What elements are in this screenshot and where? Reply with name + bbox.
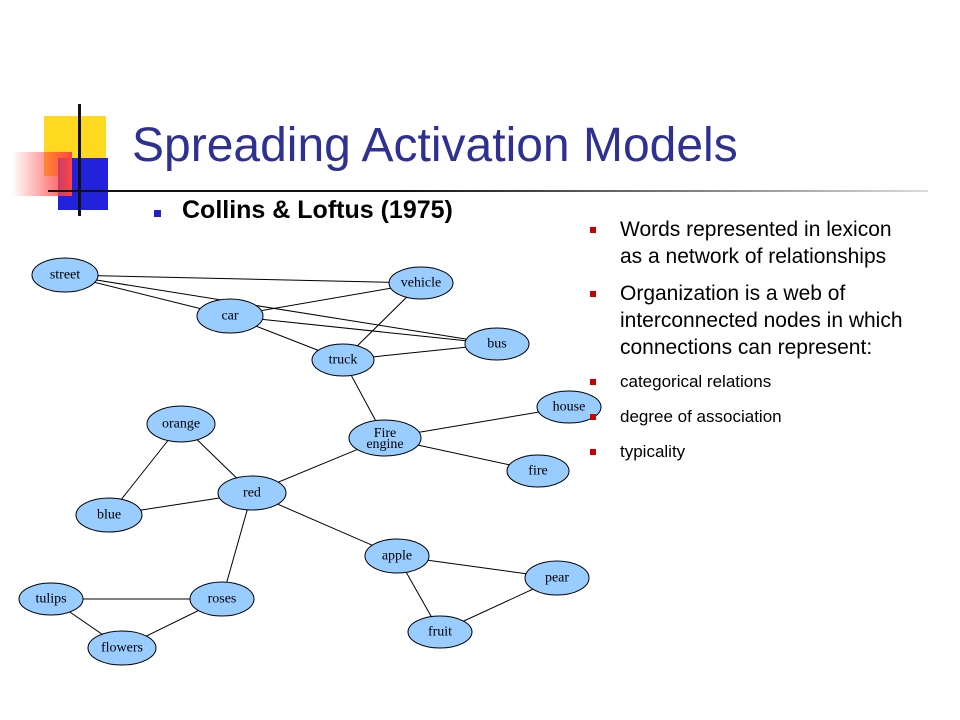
bullet-list: Words represented in lexicon as a networ… bbox=[584, 216, 914, 476]
sub-bullet-item: degree of association bbox=[584, 406, 914, 428]
decorative-horizontal-line bbox=[48, 190, 928, 192]
bullet-item: Organization is a web of interconnected … bbox=[584, 280, 914, 361]
node-ellipse bbox=[189, 581, 255, 617]
edge-street-vehicle bbox=[64, 274, 422, 284]
node-ellipse bbox=[348, 419, 422, 457]
edge-car-bus bbox=[229, 315, 498, 345]
node-label: fire bbox=[528, 464, 547, 479]
node-red: red bbox=[217, 475, 287, 511]
node-ellipse bbox=[524, 560, 590, 596]
node-apple: apple bbox=[364, 538, 430, 574]
node-car: car bbox=[196, 298, 264, 334]
node-orange: orange bbox=[146, 405, 216, 443]
node-label: truck bbox=[329, 353, 358, 368]
node-label: bus bbox=[487, 337, 506, 352]
bullet-marker bbox=[590, 227, 596, 233]
sub-bullet-item: typicality bbox=[584, 441, 914, 463]
node-label: pear bbox=[545, 571, 569, 586]
node-ellipse bbox=[407, 615, 473, 649]
node-label: street bbox=[50, 268, 80, 283]
node-ellipse bbox=[536, 390, 602, 424]
node-label: blue bbox=[97, 508, 121, 523]
node-flowers: flowers bbox=[87, 630, 157, 666]
node-ellipse bbox=[388, 266, 454, 300]
node-label: fruit bbox=[428, 625, 452, 640]
node-label: vehicle bbox=[401, 276, 441, 291]
bullet-text: Words represented in lexicon as a networ… bbox=[620, 218, 892, 268]
node-label: house bbox=[553, 400, 586, 415]
node-house: house bbox=[536, 390, 602, 424]
bullet-marker bbox=[590, 291, 596, 297]
subtitle-bullet bbox=[154, 210, 161, 217]
node-pear: pear bbox=[524, 560, 590, 596]
node-ellipse bbox=[18, 582, 84, 616]
node-label: red bbox=[243, 486, 261, 501]
bullet-marker bbox=[590, 379, 596, 385]
bullet-marker bbox=[590, 449, 596, 455]
bullet-text: categorical relations bbox=[620, 372, 772, 391]
node-ellipse bbox=[75, 497, 143, 533]
node-ellipse bbox=[146, 405, 216, 443]
decorative-red-square bbox=[12, 152, 72, 196]
bullet-marker bbox=[590, 414, 596, 420]
node-fruit: fruit bbox=[407, 615, 473, 649]
slide-subtitle: Collins & Loftus (1975) bbox=[182, 196, 453, 224]
node-ellipse bbox=[311, 343, 375, 377]
node-bus: bus bbox=[464, 327, 530, 361]
node-fire: fire bbox=[506, 454, 570, 488]
node-tulips: tulips bbox=[18, 582, 84, 616]
node-label: apple bbox=[382, 549, 412, 564]
node-roses: roses bbox=[189, 581, 255, 617]
node-blue: blue bbox=[75, 497, 143, 533]
bullet-text: degree of association bbox=[620, 407, 782, 426]
node-ellipse bbox=[217, 475, 287, 511]
node-label: tulips bbox=[35, 592, 66, 607]
node-ellipse bbox=[464, 327, 530, 361]
node-ellipse bbox=[196, 298, 264, 334]
node-ellipse bbox=[87, 630, 157, 666]
node-ellipse bbox=[31, 257, 99, 293]
bullet-text: typicality bbox=[620, 442, 686, 461]
sub-bullet-item: categorical relations bbox=[584, 371, 914, 393]
bullet-text: Organization is a web of interconnected … bbox=[620, 282, 903, 359]
node-ellipse bbox=[364, 538, 430, 574]
node-label: flowers bbox=[101, 641, 143, 656]
edge-red-roses bbox=[221, 492, 253, 600]
node-truck: truck bbox=[311, 343, 375, 377]
node-ellipse bbox=[506, 454, 570, 488]
edge-street-bus bbox=[64, 274, 498, 345]
node-label: car bbox=[221, 309, 238, 324]
node-street: street bbox=[31, 257, 99, 293]
node-label: roses bbox=[208, 592, 237, 607]
node-vehicle: vehicle bbox=[388, 266, 454, 300]
bullet-item: Words represented in lexicon as a networ… bbox=[584, 216, 914, 270]
slide-title: Spreading Activation Models bbox=[132, 119, 738, 172]
node-label: orange bbox=[162, 417, 200, 432]
decorative-vertical-line bbox=[78, 104, 81, 216]
